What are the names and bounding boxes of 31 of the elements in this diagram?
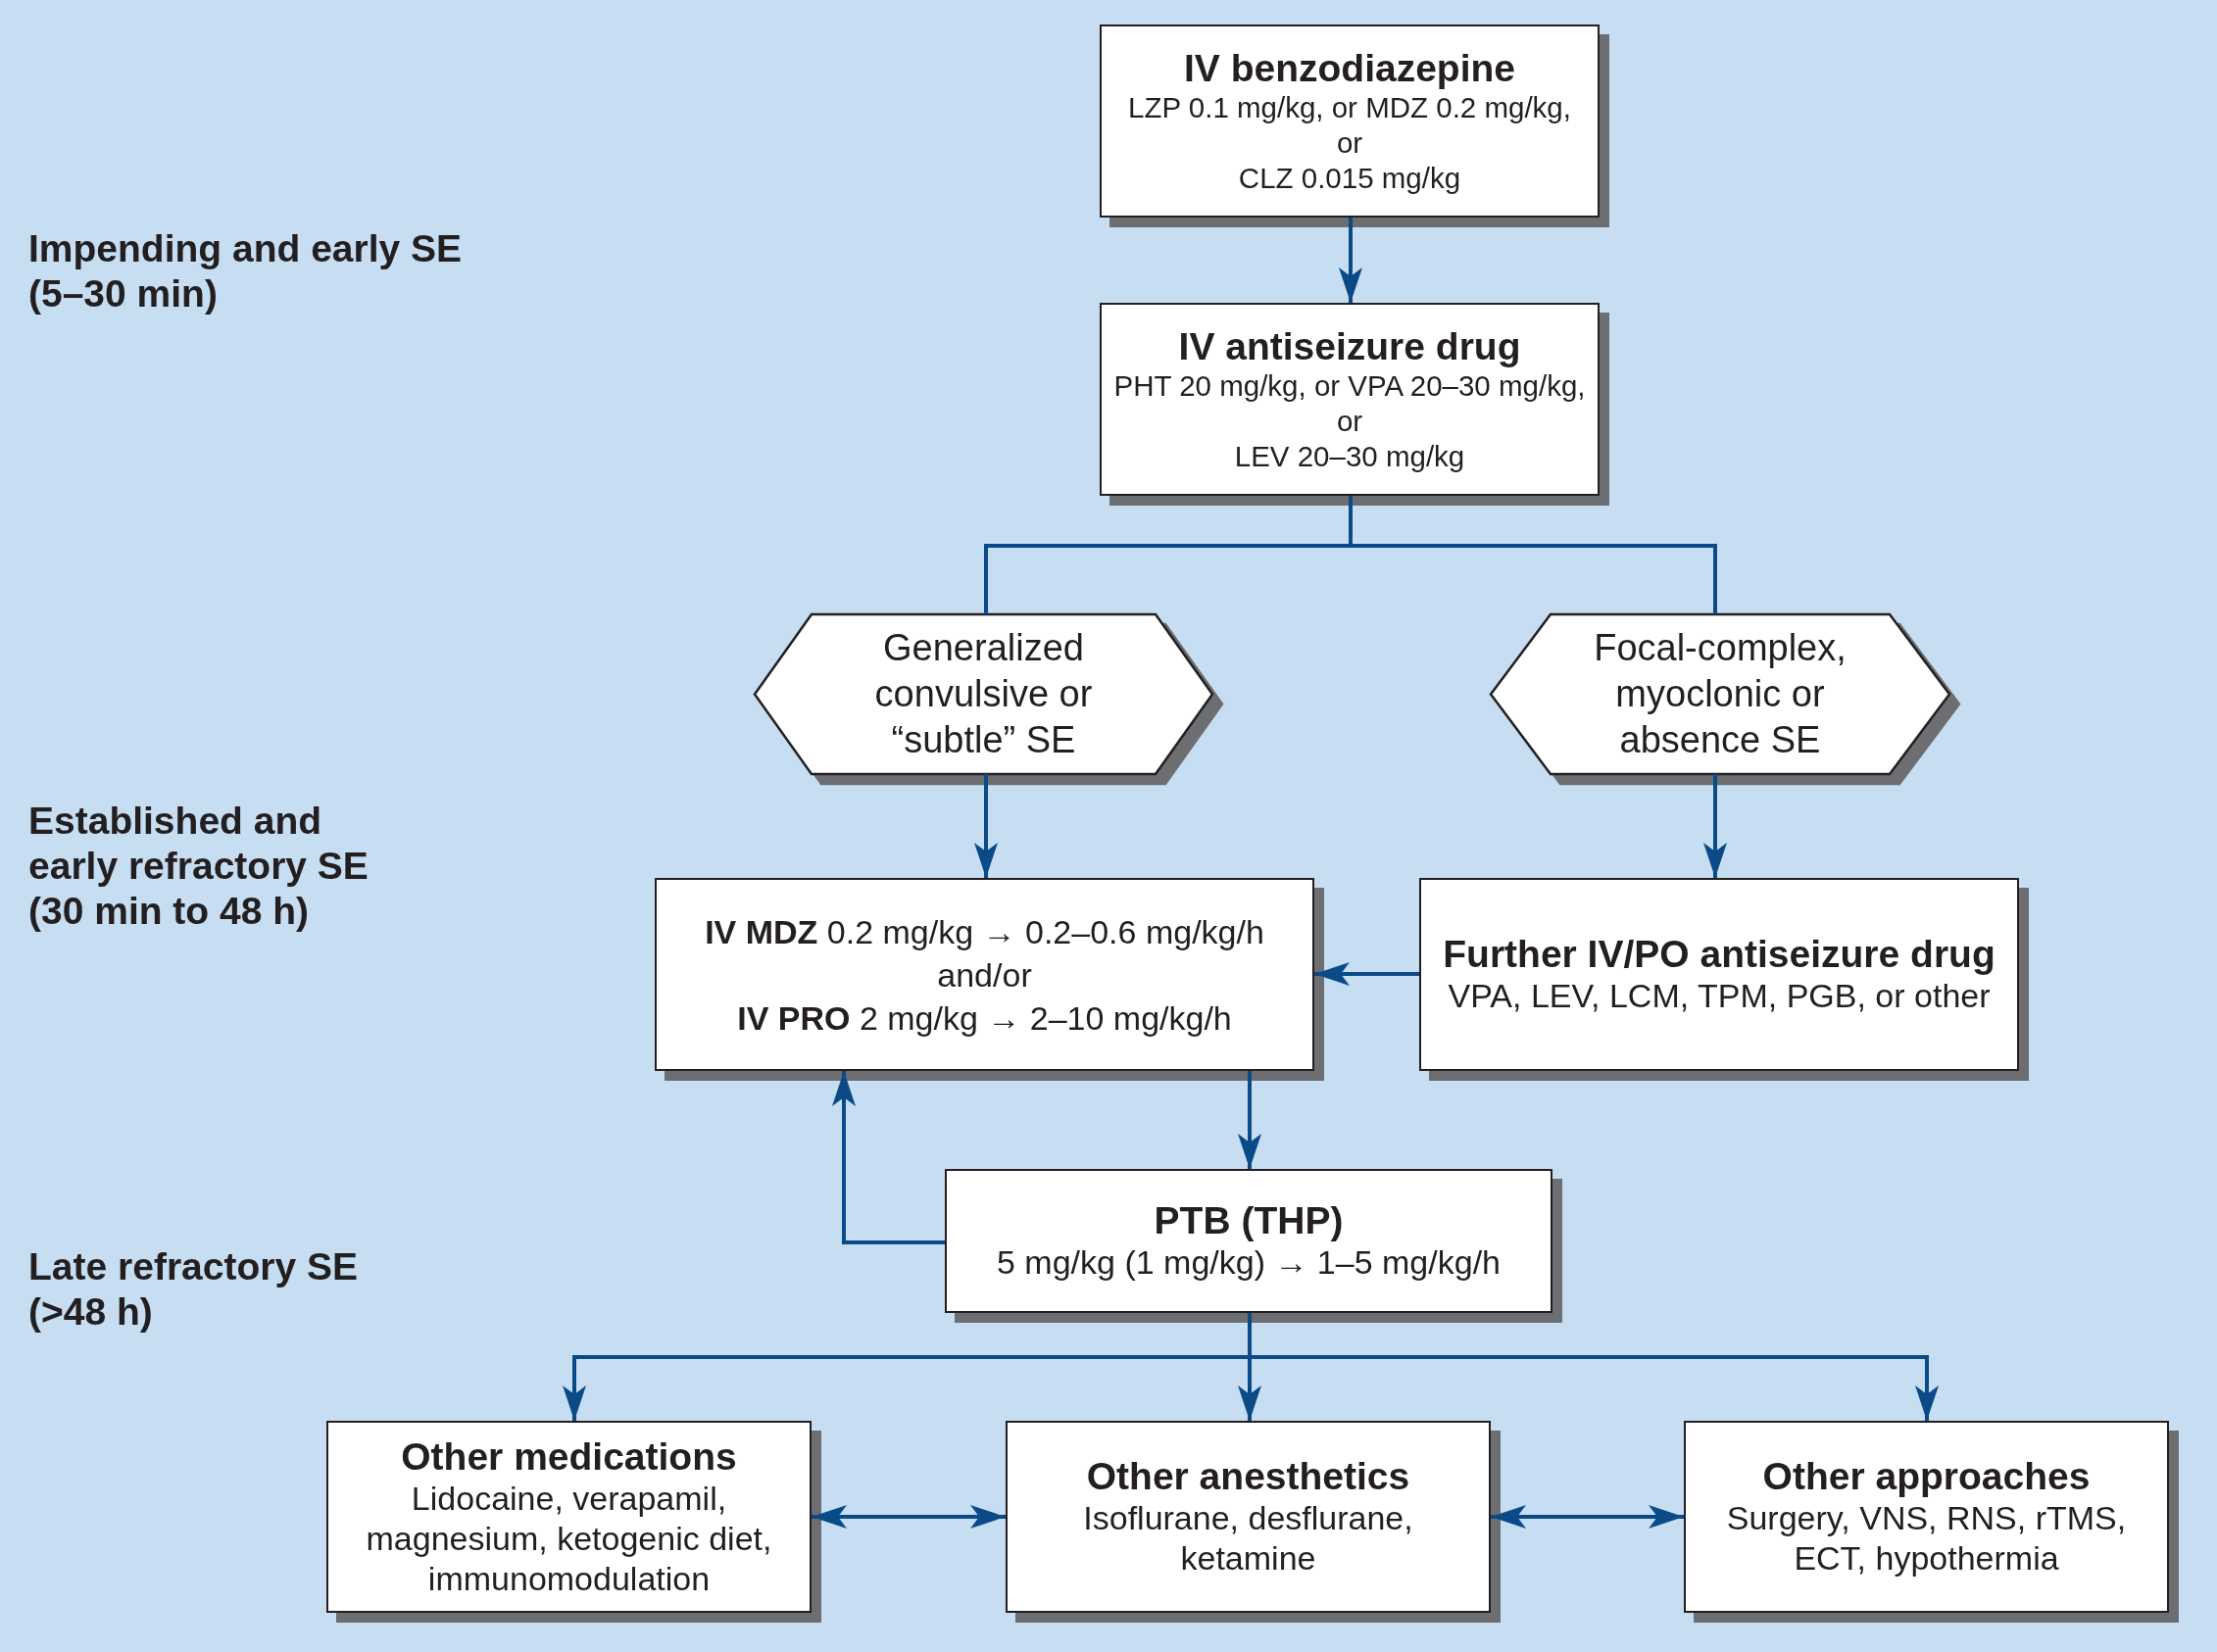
box-text: Generalized convulsive or “subtle” SE	[874, 626, 1093, 762]
arrow	[1703, 774, 1727, 878]
connector-line	[1349, 496, 1717, 614]
double-arrow	[1491, 1505, 1684, 1529]
box-title: Other medications	[401, 1434, 737, 1479]
phase-label: Established and early refractory SE (30 min to 48 h)	[28, 799, 369, 934]
box-title: Other anesthetics	[1086, 1455, 1410, 1498]
box-text: PHT 20 mg/kg, or VPA 20–30 mg/kg, or LEV 20–30 mg/kg	[1113, 367, 1586, 474]
box-text: Lidocaine, verapamil, magnesium, ketogenic diet, immunomodulation	[366, 1478, 772, 1599]
phase-label: Late refractory SE (>48 h)	[28, 1244, 358, 1335]
box-text: Surgery, VNS, RNS, rTMS, ECT, hypothermia	[1726, 1498, 2127, 1579]
phase-label: Impending and early SE (5–30 min)	[28, 226, 463, 316]
decision-hexagon	[1491, 614, 1949, 774]
box-text: Isoflurane, desflurane, ketamine	[1083, 1498, 1413, 1579]
box-text: IV MDZ 0.2 mg/kg → 0.2–0.6 mg/kg/h and/or IV PRO 2 mg/kg → 2–10 mg/kg/h	[705, 911, 1264, 1039]
box-text: 5 mg/kg (1 mg/kg) → 1–5 mg/kg/h	[997, 1242, 1501, 1283]
box-title: Other approaches	[1762, 1455, 2091, 1498]
box-title: PTB (THP)	[1154, 1199, 1344, 1242]
arrow	[1314, 962, 1419, 986]
box-title: IV antiseizure drug	[1178, 324, 1521, 368]
box-title: IV benzodiazepine	[1183, 46, 1516, 90]
double-arrow	[812, 1505, 1006, 1529]
arrow	[1339, 218, 1362, 303]
arrow	[974, 774, 998, 878]
box-text: LZP 0.1 mg/kg, or MDZ 0.2 mg/kg, or CLZ 0.015 mg/kg	[1128, 89, 1571, 196]
box-text: Focal-complex, myoclonic or absence SE	[1594, 626, 1847, 762]
box-title: Further IV/PO antiseizure drug	[1443, 933, 1995, 976]
box-text: VPA, LEV, LCM, TPM, PGB, or other	[1448, 976, 1991, 1016]
arrow	[832, 1071, 945, 1244]
arrow	[1238, 1071, 1261, 1169]
decision-hexagon	[755, 614, 1212, 774]
